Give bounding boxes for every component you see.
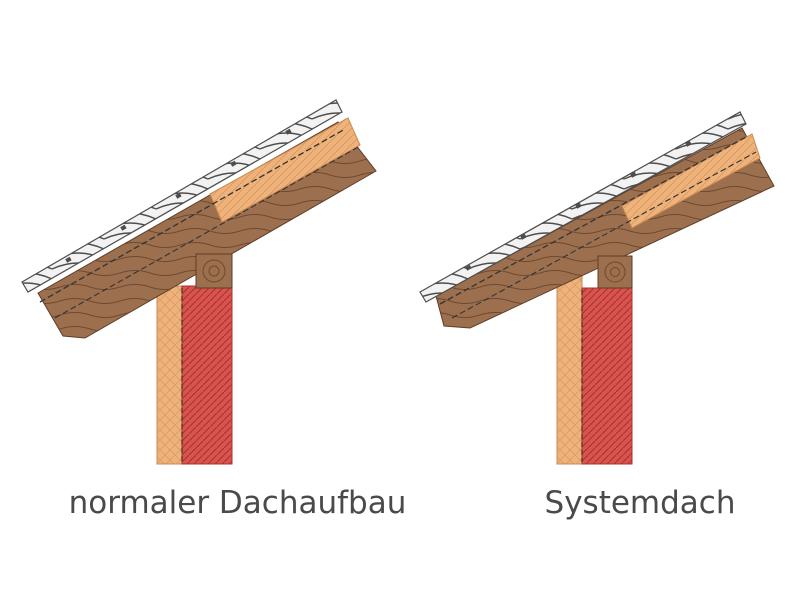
left-wall-masonry <box>181 285 233 465</box>
right-rafter-insulation <box>621 133 761 229</box>
caption-system-roof: Systemdach <box>544 485 736 521</box>
left-rafter-insulation <box>209 117 361 223</box>
left-wall-insulation <box>156 285 183 465</box>
right-wall-masonry <box>581 287 633 465</box>
right-section <box>419 111 775 465</box>
left-tile-battens <box>65 128 292 263</box>
right-roof-tiles <box>419 111 747 303</box>
left-section <box>21 99 377 465</box>
right-roof-membrane-upper <box>439 135 749 305</box>
right-roof-membrane-lower <box>451 151 757 319</box>
right-wall-plate <box>597 255 633 289</box>
left-wall-plate <box>195 253 233 289</box>
right-wall-insulation <box>556 261 583 465</box>
left-roof-tiles <box>21 99 343 293</box>
left-roof-membrane-upper <box>39 128 346 303</box>
left-roof-membrane-lower <box>54 145 361 319</box>
right-tile-battens <box>465 140 692 271</box>
caption-normal-roof: normaler Dachaufbau <box>68 485 407 521</box>
right-wall-plate-ring-inner <box>610 267 620 277</box>
left-wall-plate-ring <box>202 259 226 283</box>
right-wall-plate-ring <box>604 261 626 283</box>
left-wall-plate-ring-inner <box>208 265 220 277</box>
